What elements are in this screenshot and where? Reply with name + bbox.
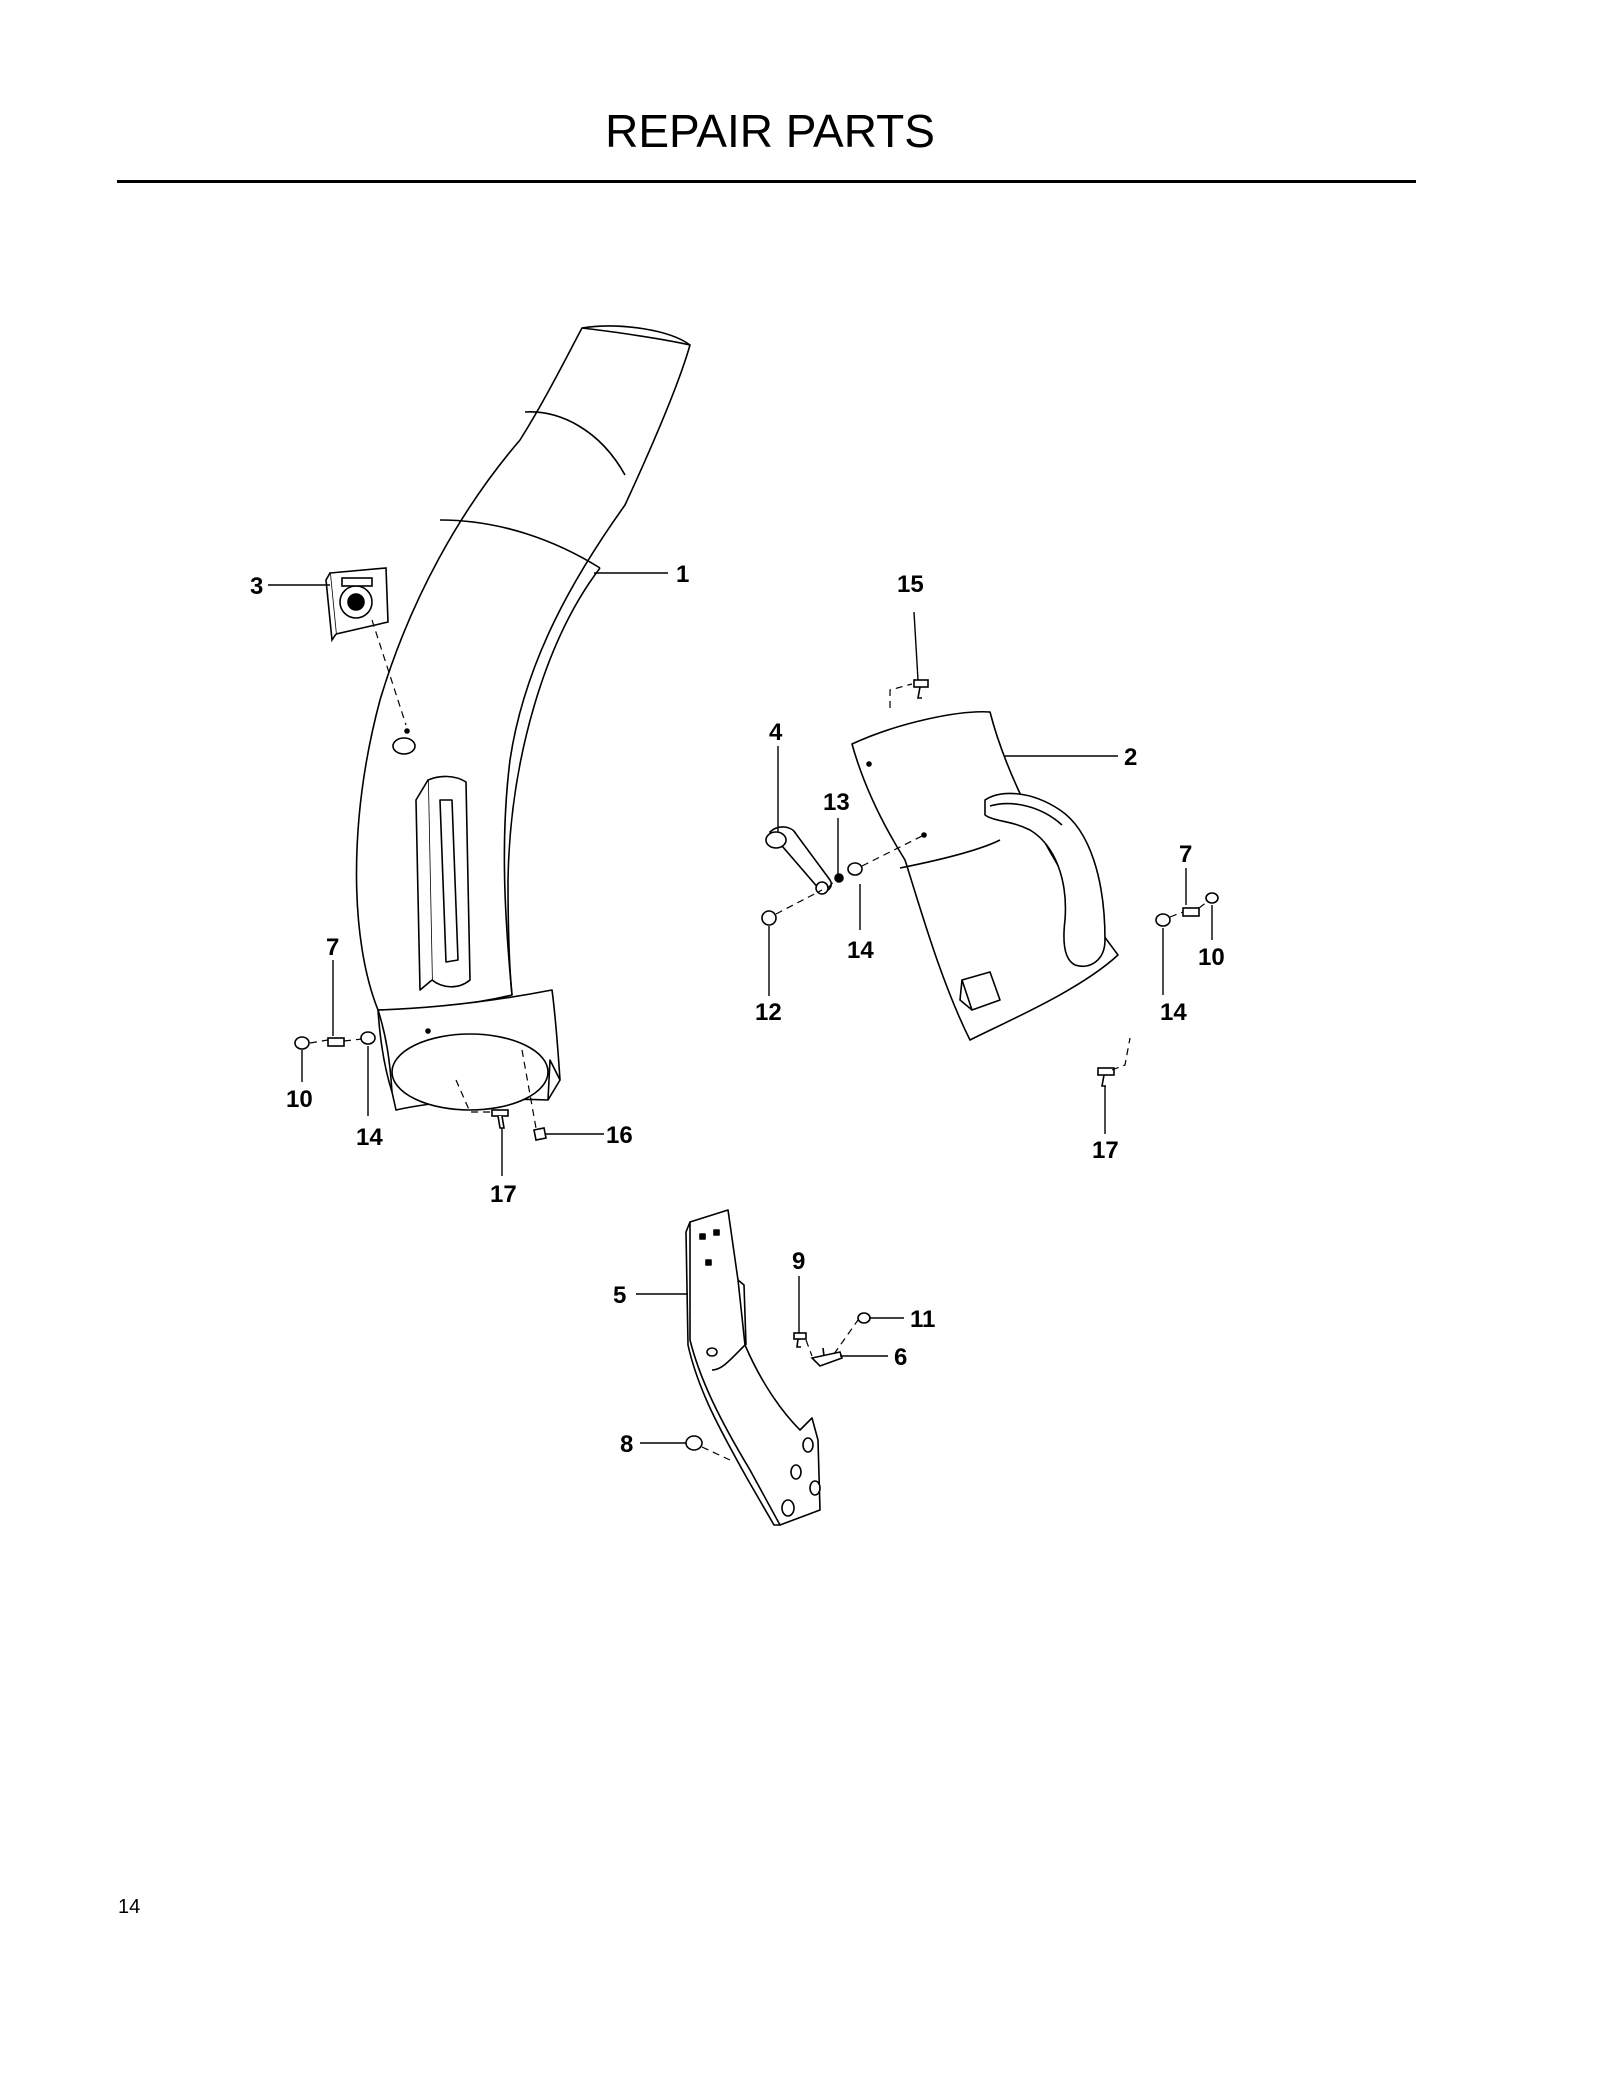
part-bracket xyxy=(685,1209,821,1526)
callout-4: 4 xyxy=(769,719,783,746)
callout-7-right: 7 xyxy=(1179,841,1192,868)
callout-10-left: 10 xyxy=(286,1086,313,1113)
callout-3: 3 xyxy=(250,573,263,600)
callout-16: 16 xyxy=(606,1122,633,1149)
callout-14-right: 14 xyxy=(1160,999,1187,1026)
title-rule xyxy=(117,180,1416,183)
callout-5: 5 xyxy=(613,1282,626,1309)
callout-10-right: 10 xyxy=(1198,944,1225,971)
callout-7-left: 7 xyxy=(326,934,339,961)
callout-12: 12 xyxy=(755,999,782,1026)
callout-1: 1 xyxy=(676,561,689,588)
callout-13: 13 xyxy=(823,789,850,816)
callout-15: 15 xyxy=(897,571,924,598)
callout-17-right: 17 xyxy=(1092,1137,1119,1164)
assembly-lines xyxy=(309,619,1208,1461)
callout-6: 6 xyxy=(894,1344,907,1371)
page-title: REPAIR PARTS xyxy=(605,105,935,157)
part-crank xyxy=(765,826,833,895)
callout-14-middle: 14 xyxy=(847,937,874,964)
callout-17-left: 17 xyxy=(490,1181,517,1208)
callout-14-left: 14 xyxy=(356,1124,383,1151)
callout-8: 8 xyxy=(620,1431,633,1458)
part-knob-plate xyxy=(325,567,389,643)
page-number: 14 xyxy=(118,1896,141,1918)
part-hardware xyxy=(294,679,1219,1451)
callout-9: 9 xyxy=(792,1248,805,1275)
part-chute xyxy=(355,325,691,1111)
callout-labels: 1 2 3 4 5 6 7 7 8 9 10 10 11 12 13 14 14… xyxy=(250,561,1225,1458)
part-deflector xyxy=(851,710,1119,1041)
callout-2: 2 xyxy=(1124,744,1137,771)
callout-11: 11 xyxy=(910,1306,935,1333)
leader-lines xyxy=(268,572,1213,1444)
